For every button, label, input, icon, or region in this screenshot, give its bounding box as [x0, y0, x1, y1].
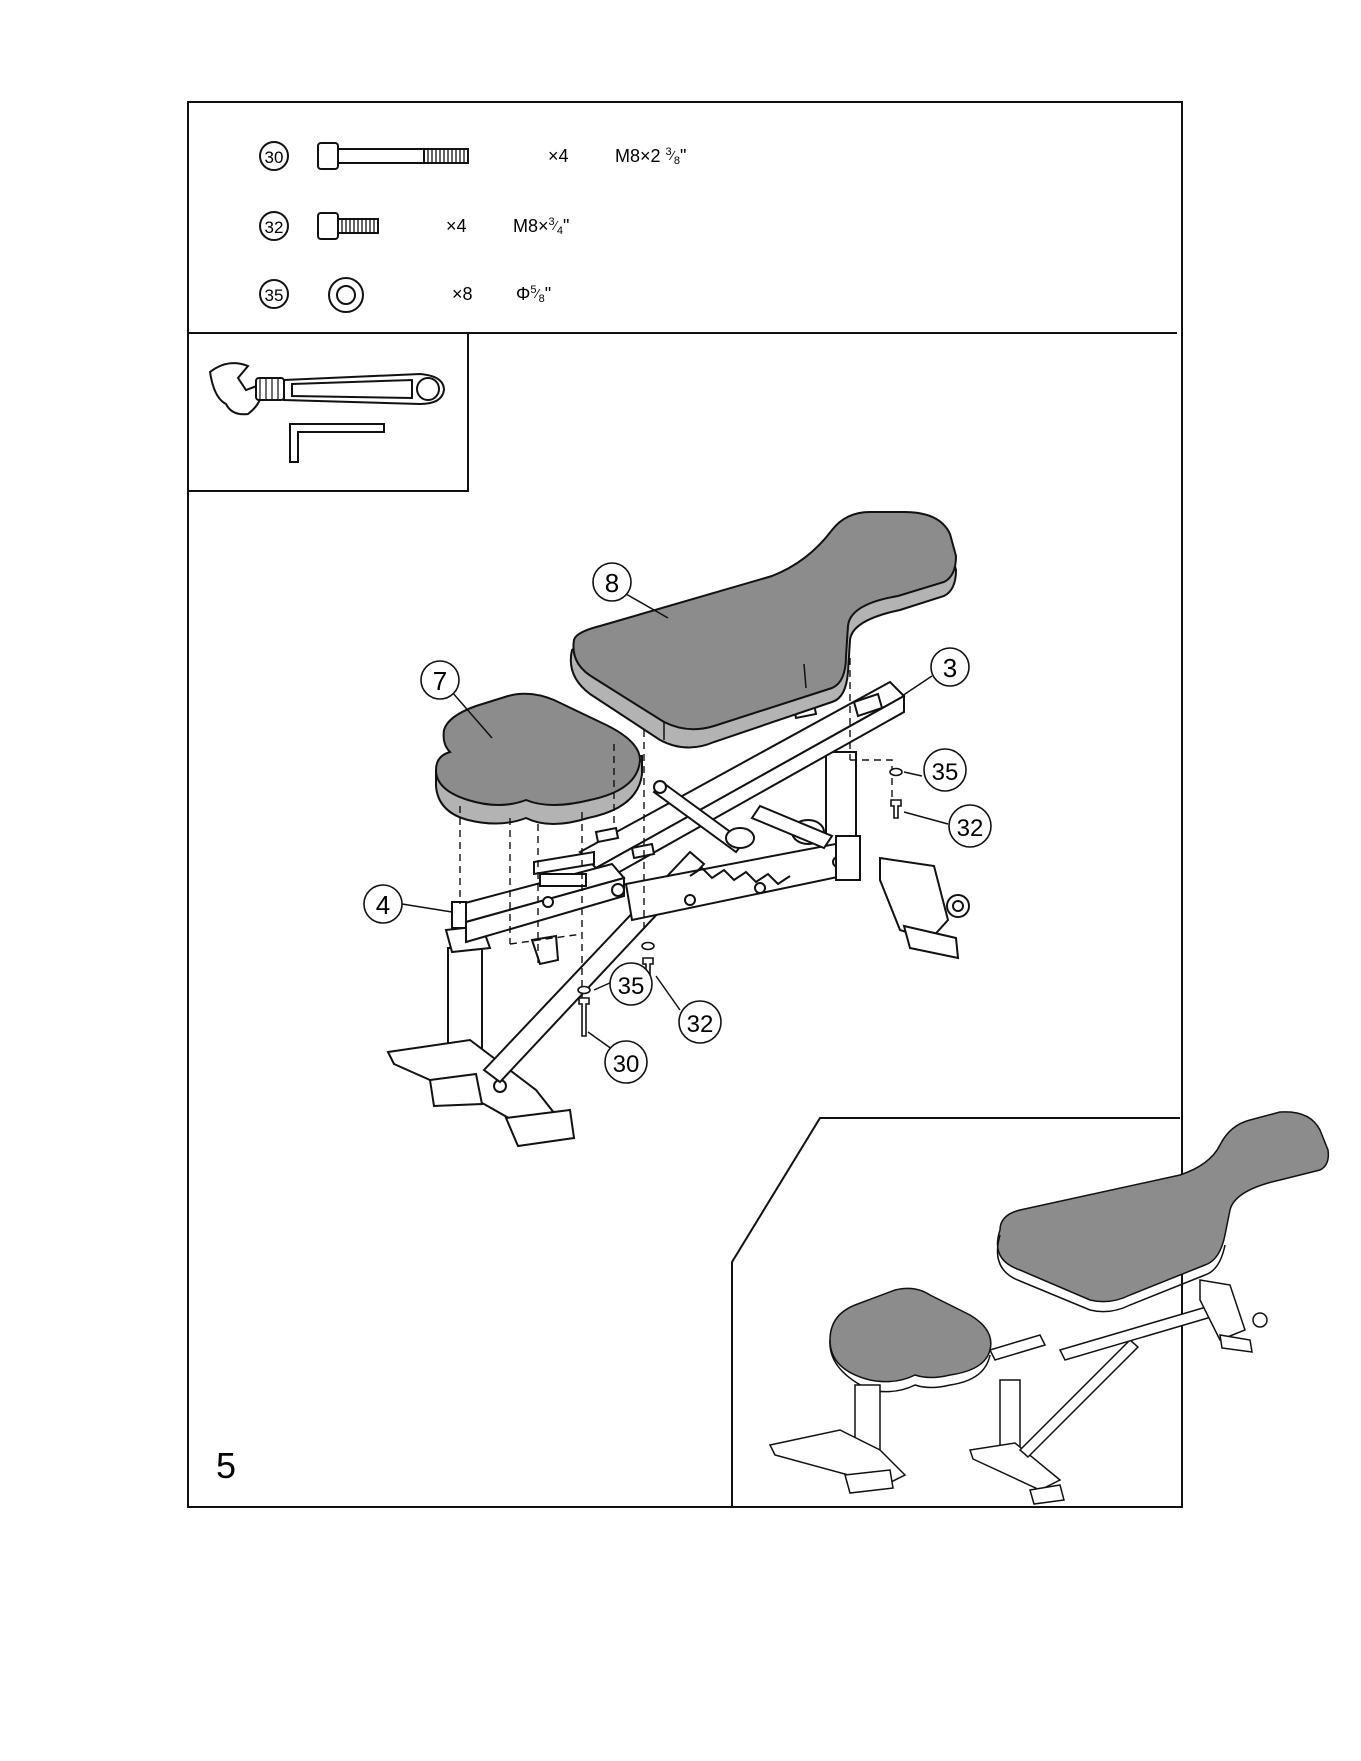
callout-35-right: 35 [924, 749, 966, 791]
bench-exploded-diagram: 8 7 3 4 35 32 35 32 [364, 512, 991, 1146]
tools-box [188, 333, 468, 491]
svg-text:30: 30 [613, 1051, 640, 1078]
svg-text:7: 7 [433, 666, 447, 696]
washer-icon [329, 278, 363, 312]
callout-7: 7 [421, 661, 459, 699]
seat-pad [436, 694, 642, 824]
svg-text:32: 32 [957, 815, 984, 842]
callout-3: 3 [931, 648, 969, 686]
long-bolt-icon [318, 143, 468, 169]
callout-8: 8 [593, 563, 631, 601]
callout-32-right: 32 [949, 805, 991, 847]
svg-text:35: 35 [618, 973, 645, 1000]
svg-text:32: 32 [687, 1011, 714, 1038]
step-number: 5 [216, 1445, 236, 1486]
hardware-item-32: 32 ×4 M8×3⁄4" [260, 212, 569, 240]
svg-text:35: 35 [932, 759, 959, 786]
svg-text:4: 4 [376, 890, 390, 920]
hardware-item-30: 30 ×4 M8×2 3⁄8" [260, 142, 686, 170]
callout-number: 32 [265, 218, 284, 237]
assembled-bench-inset [770, 1112, 1328, 1504]
callout-4: 4 [364, 885, 402, 923]
short-bolt-icon [318, 213, 378, 239]
callout-30: 30 [605, 1041, 647, 1083]
quantity: ×4 [548, 146, 569, 166]
size-spec: M8×3⁄4" [513, 216, 569, 237]
callout-35-bottom: 35 [610, 963, 652, 1005]
svg-text:8: 8 [605, 568, 619, 598]
callout-number: 35 [265, 286, 284, 305]
adjustable-wrench-icon [210, 363, 444, 414]
size-spec: Φ5⁄8" [516, 284, 551, 305]
svg-text:3: 3 [943, 653, 957, 683]
hardware-item-35: 35 ×8 Φ5⁄8" [260, 278, 551, 312]
quantity: ×8 [452, 284, 473, 304]
quantity: ×4 [446, 216, 467, 236]
callout-number: 30 [265, 148, 284, 167]
allen-key-icon [290, 424, 384, 462]
size-spec: M8×2 3⁄8" [615, 146, 686, 167]
callout-32-bottom: 32 [679, 1001, 721, 1043]
